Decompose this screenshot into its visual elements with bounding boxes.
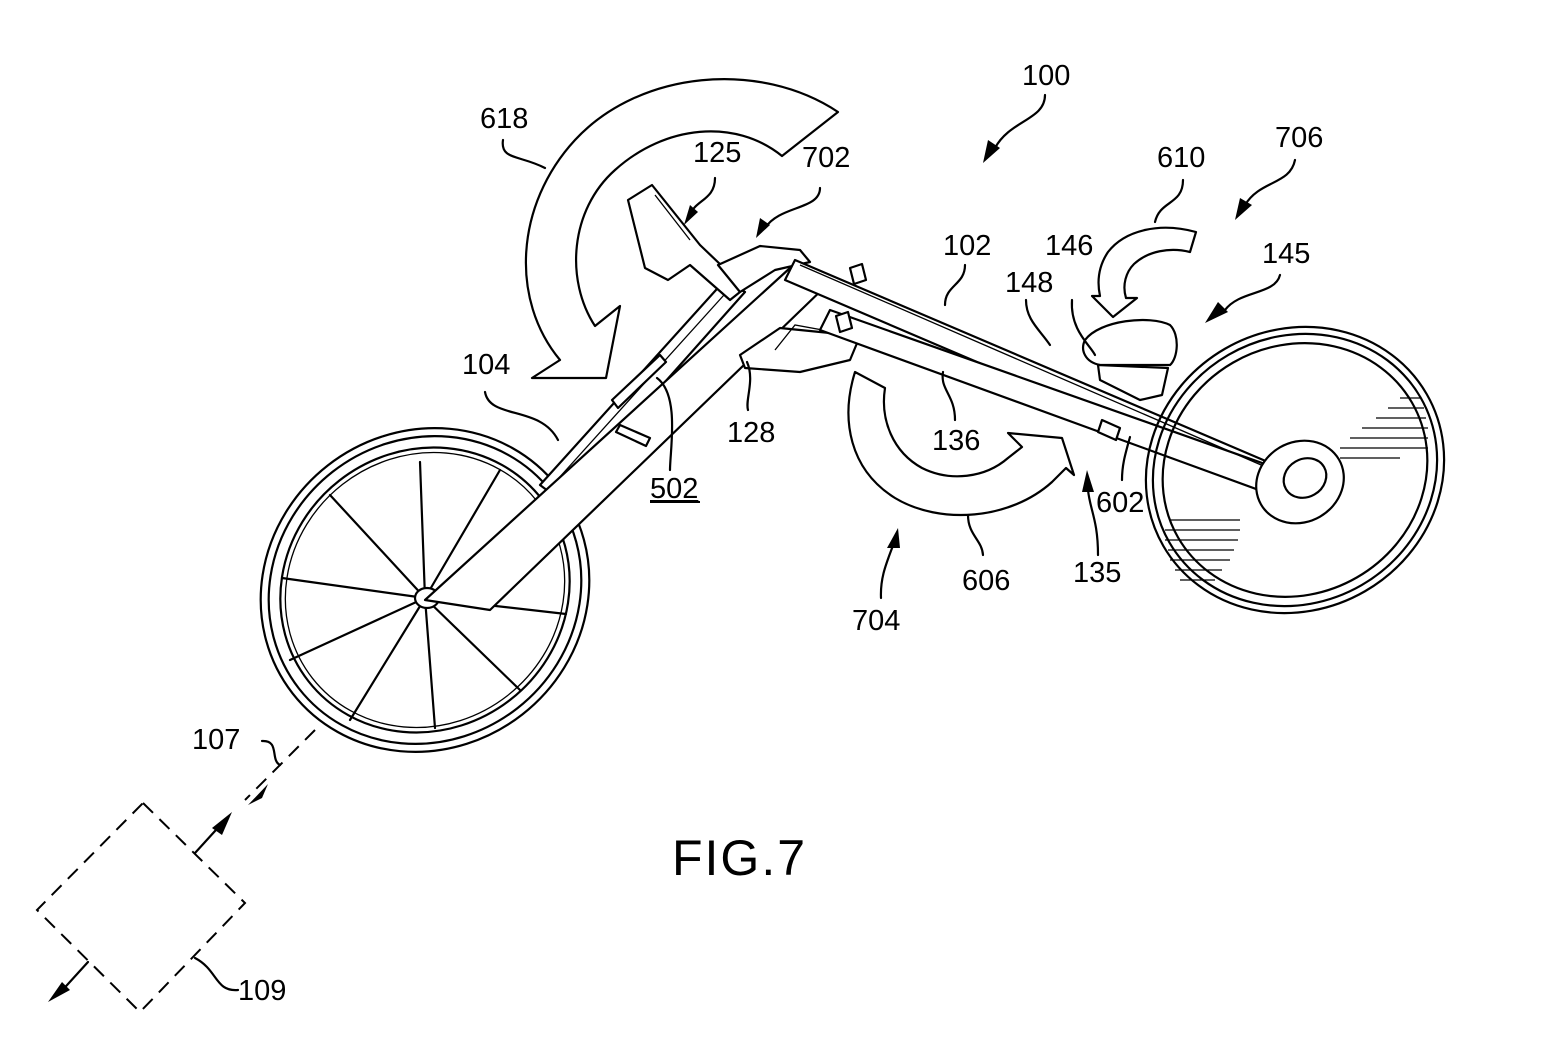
signal-arrow-up <box>212 812 232 835</box>
output-arrow <box>48 982 70 1002</box>
label-128: 128 <box>727 417 775 449</box>
rotation-arrow-618 <box>524 78 840 380</box>
label-704: 704 <box>852 605 900 637</box>
reference-labels: 100 102 104 107 109 125 128 135 136 145 … <box>192 60 1323 1007</box>
seat-assembly <box>1082 318 1178 402</box>
label-109: 109 <box>238 975 286 1007</box>
label-602: 602 <box>1096 487 1144 519</box>
rotation-arrow-610 <box>1090 226 1198 319</box>
label-610: 610 <box>1157 142 1205 174</box>
figure-caption: FIG.7 <box>672 830 807 886</box>
label-606: 606 <box>962 565 1010 597</box>
label-702: 702 <box>802 142 850 174</box>
front-fork-assembly <box>423 183 862 612</box>
leader-lines <box>193 93 1297 992</box>
label-706: 706 <box>1275 122 1323 154</box>
front-wheel-spokes <box>280 460 568 730</box>
rotation-arrow-606 <box>847 370 1076 517</box>
label-145: 145 <box>1262 238 1310 270</box>
label-102: 102 <box>943 230 991 262</box>
external-unit-diagram <box>35 729 316 1014</box>
label-104: 104 <box>462 349 510 381</box>
front-wheel <box>259 427 591 753</box>
label-148: 148 <box>1005 267 1053 299</box>
rear-hub <box>1282 457 1328 499</box>
signal-arrow-down <box>248 784 268 805</box>
label-136: 136 <box>932 425 980 457</box>
external-unit-box <box>35 801 247 1014</box>
label-100: 100 <box>1022 60 1070 92</box>
label-502: 502 <box>650 473 698 505</box>
label-618: 618 <box>480 103 528 135</box>
label-107: 107 <box>192 724 240 756</box>
label-146: 146 <box>1045 230 1093 262</box>
rear-wheel <box>1144 325 1446 615</box>
label-125: 125 <box>693 137 741 169</box>
rear-wheel-hatching <box>1165 397 1428 581</box>
label-135: 135 <box>1073 557 1121 589</box>
